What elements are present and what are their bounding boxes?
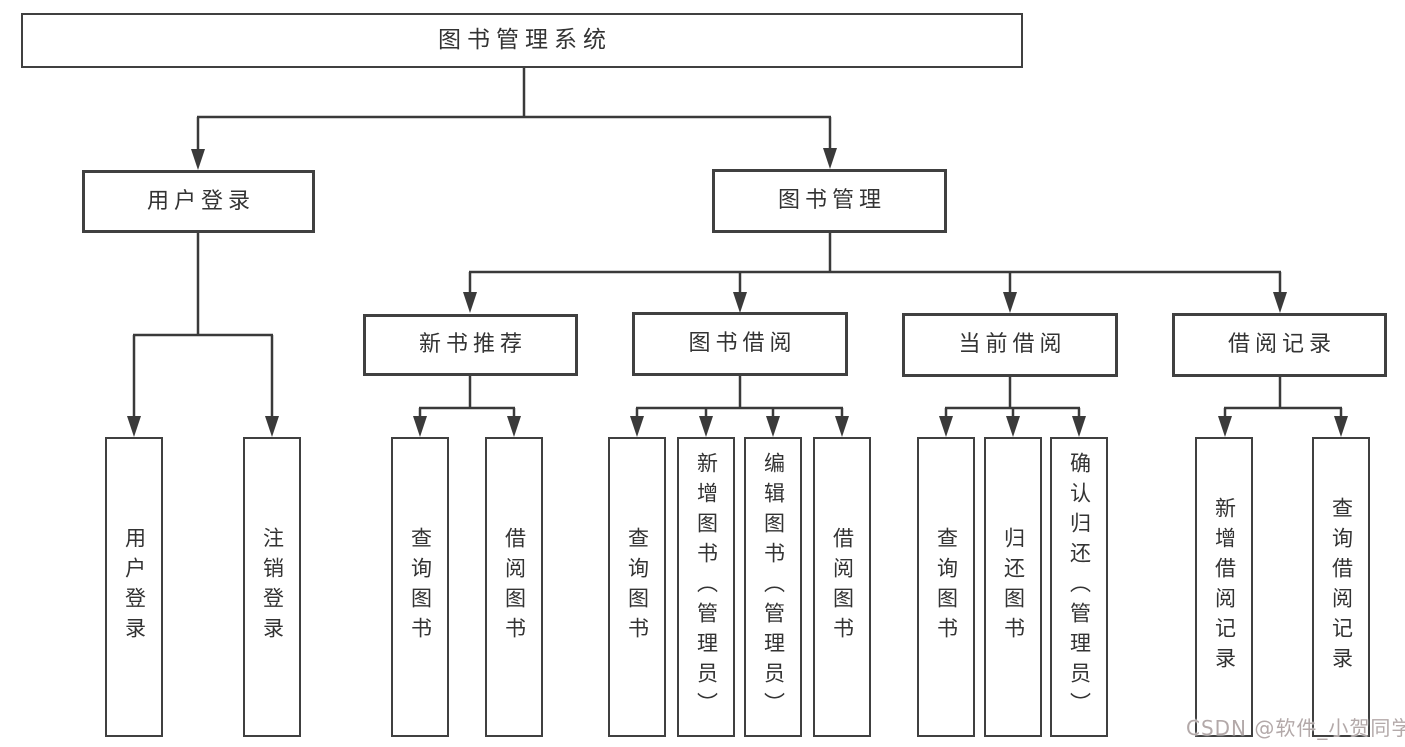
arrowhead <box>507 416 521 437</box>
arrowhead <box>630 416 644 437</box>
leaf-add-book-admin: 新增图书（管理员） <box>677 437 735 737</box>
leaf-logout: 注销登录 <box>243 437 301 737</box>
arrowhead <box>1334 416 1348 437</box>
leaf-borrow-books-borrow: 借阅图书 <box>813 437 871 737</box>
edge-book-borrow-to-children <box>630 376 849 437</box>
arrowhead <box>1003 292 1017 313</box>
arrowhead <box>265 416 279 437</box>
leaf-query-books-borrow: 查询图书 <box>608 437 666 737</box>
csdn-watermark: CSDN @软件_小贺同学 <box>1186 716 1405 740</box>
leaf-user-login: 用户登录 <box>105 437 163 737</box>
leaf-query-books-recommend: 查询图书 <box>391 437 449 737</box>
arrowhead <box>413 416 427 437</box>
node-book-borrow: 图书借阅 <box>632 312 848 376</box>
leaf-return-books: 归还图书 <box>984 437 1042 737</box>
arrowhead <box>1072 416 1086 437</box>
arrowhead <box>733 292 747 313</box>
arrowhead <box>1006 416 1020 437</box>
node-library-system: 图书管理系统 <box>21 13 1023 68</box>
leaf-query-books-current: 查询图书 <box>917 437 975 737</box>
leaf-query-borrow-record: 查询借阅记录 <box>1312 437 1370 737</box>
arrowhead <box>463 292 477 313</box>
node-borrow-records: 借阅记录 <box>1172 313 1387 377</box>
arrowhead <box>1273 292 1287 313</box>
node-new-book-recommend: 新书推荐 <box>363 314 578 376</box>
edge-new-book-recommend-to-children <box>413 376 521 437</box>
edge-root-to-level2 <box>191 68 837 170</box>
edge-borrow-records-to-children <box>1218 377 1348 437</box>
leaf-borrow-books-recommend: 借阅图书 <box>485 437 543 737</box>
leaf-confirm-return-admin: 确认归还（管理员） <box>1050 437 1108 737</box>
node-book-management: 图书管理 <box>712 169 947 233</box>
arrowhead <box>823 148 837 169</box>
node-current-borrow: 当前借阅 <box>902 313 1118 377</box>
arrowhead <box>127 416 141 437</box>
arrowhead <box>835 416 849 437</box>
arrowhead <box>939 416 953 437</box>
leaf-edit-book-admin: 编辑图书（管理员） <box>744 437 802 737</box>
arrowhead <box>766 416 780 437</box>
leaf-add-borrow-record: 新增借阅记录 <box>1195 437 1253 737</box>
edge-current-borrow-to-children <box>939 377 1086 437</box>
edge-user-login-to-children <box>127 233 279 437</box>
arrowhead <box>699 416 713 437</box>
arrowhead <box>191 149 205 170</box>
node-user-login: 用户登录 <box>82 170 315 233</box>
arrowhead <box>1218 416 1232 437</box>
edge-book-management-to-level3 <box>463 233 1287 313</box>
